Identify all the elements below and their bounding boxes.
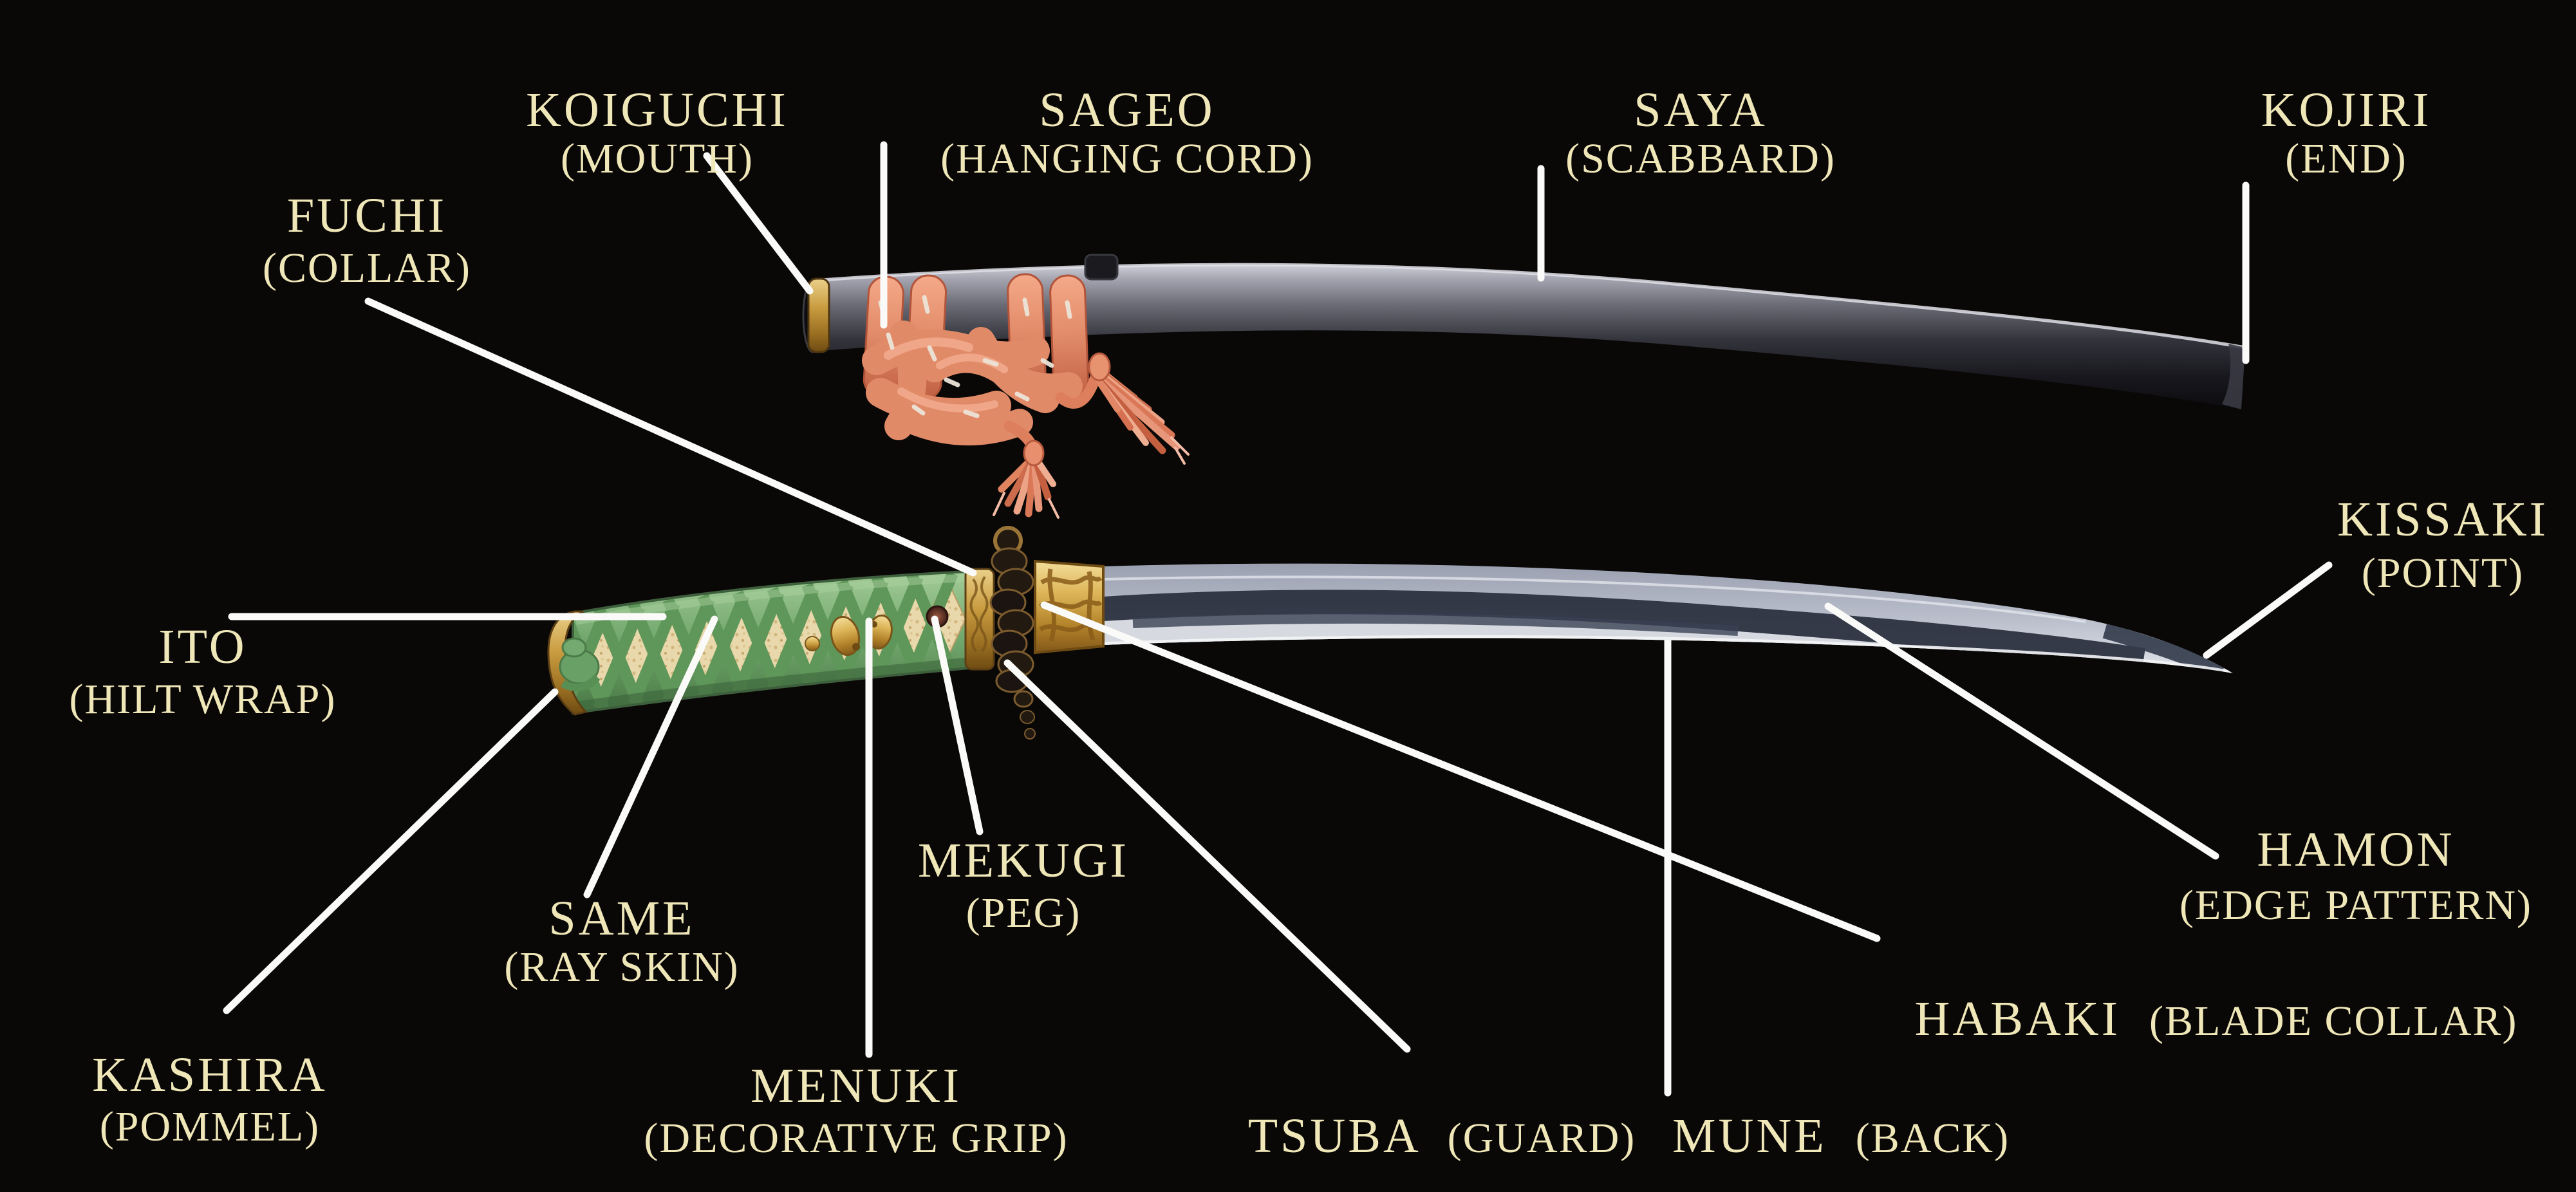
pointer-hamon bbox=[1824, 602, 2219, 860]
label-habaki-term: HABAKI bbox=[1915, 992, 2121, 1046]
pointer-lines bbox=[223, 141, 2333, 1058]
tsuba-guard bbox=[989, 526, 1036, 740]
tsuba-tail bbox=[1020, 710, 1035, 724]
label-tsuba: TSUBA (GUARD) bbox=[1248, 1109, 1636, 1163]
saya-top-highlight bbox=[812, 263, 2246, 349]
label-same-term: SAME bbox=[548, 891, 695, 945]
label-saya-term: SAYA bbox=[1634, 83, 1768, 137]
kojiri-end-cap bbox=[2222, 344, 2245, 409]
sheathed-katana bbox=[802, 254, 2246, 519]
ito-bottom-shadow bbox=[575, 658, 966, 712]
blade-dark-band-soft bbox=[1132, 613, 1739, 636]
pointer-koiguchi bbox=[703, 152, 814, 295]
label-hamon-term: HAMON bbox=[2257, 823, 2454, 877]
label-mekugi-gloss: (PEG) bbox=[966, 889, 1081, 936]
pointer-fuchi bbox=[364, 297, 977, 577]
label-saya-gloss: (SCABBARD) bbox=[1565, 135, 1836, 182]
label-habaki-gloss: (BLADE COLLAR) bbox=[2149, 998, 2517, 1045]
saya-scabbard bbox=[812, 265, 2245, 409]
label-kissaki-term: KISSAKI bbox=[2337, 492, 2548, 546]
sageo-white-accents bbox=[878, 295, 1072, 418]
tsuba-tail bbox=[1024, 728, 1036, 740]
label-kashira-gloss: (POMMEL) bbox=[100, 1103, 320, 1150]
label-tsuba-term: TSUBA bbox=[1248, 1109, 1419, 1163]
sageo-cord bbox=[862, 273, 1190, 519]
pointer-kissaki bbox=[2203, 561, 2333, 659]
pointer-kashira bbox=[223, 688, 559, 1014]
hamon-edge-highlight bbox=[1103, 635, 2232, 673]
label-sageo-gloss: (HANGING CORD) bbox=[940, 135, 1314, 182]
sageo-tassel-left bbox=[993, 440, 1059, 519]
label-koiguchi-gloss: (MOUTH) bbox=[561, 135, 754, 182]
label-tsuba-gloss: (GUARD) bbox=[1448, 1115, 1636, 1162]
labels: KOIGUCHI (MOUTH) SAGEO (HANGING CORD) SA… bbox=[70, 83, 2548, 1163]
kashira-pommel bbox=[547, 610, 601, 716]
blade-dark-band bbox=[1103, 590, 2145, 673]
sageo-tassel-right bbox=[1088, 352, 1190, 465]
label-kojiri-term: KOJIRI bbox=[2261, 83, 2432, 137]
menuki-ornament bbox=[805, 614, 893, 657]
pointer-tsuba bbox=[1003, 659, 1411, 1053]
label-mekugi-term: MEKUGI bbox=[918, 833, 1129, 888]
ito-top-sheen bbox=[575, 574, 966, 625]
label-fuchi-gloss: (COLLAR) bbox=[263, 245, 471, 292]
label-habaki: HABAKI (BLADE COLLAR) bbox=[1915, 992, 2518, 1046]
label-koiguchi-term: KOIGUCHI bbox=[526, 83, 789, 137]
label-mune-gloss: (BACK) bbox=[1856, 1115, 2010, 1162]
kurikata-knob bbox=[1084, 254, 1119, 281]
label-sageo-term: SAGEO bbox=[1039, 83, 1215, 137]
label-menuki-gloss: (DECORATIVE GRIP) bbox=[644, 1115, 1068, 1162]
label-same-gloss: (RAY SKIN) bbox=[504, 944, 739, 991]
label-kojiri-gloss: (END) bbox=[2285, 135, 2407, 182]
label-kashira-term: KASHIRA bbox=[92, 1048, 328, 1102]
label-mune-term: MUNE bbox=[1672, 1109, 1827, 1163]
label-hamon-gloss: (EDGE PATTERN) bbox=[2179, 882, 2532, 929]
koiguchi-mouth-rim bbox=[807, 277, 830, 353]
label-ito-gloss: (HILT WRAP) bbox=[70, 676, 337, 723]
label-kissaki-gloss: (POINT) bbox=[2362, 550, 2524, 597]
pointer-habaki bbox=[1040, 601, 1881, 942]
label-mune: MUNE (BACK) bbox=[1672, 1109, 2010, 1163]
label-menuki-term: MENUKI bbox=[751, 1059, 962, 1113]
fuchi-texture bbox=[969, 575, 989, 653]
pointer-same bbox=[583, 615, 718, 899]
label-ito-term: ITO bbox=[158, 620, 247, 674]
pointer-mekugi bbox=[931, 615, 984, 835]
label-fuchi-term: FUCHI bbox=[287, 189, 447, 243]
shinogi-ridge-line bbox=[1103, 575, 2086, 623]
fuchi-collar bbox=[964, 568, 995, 671]
tsuba-tail bbox=[1013, 690, 1034, 708]
